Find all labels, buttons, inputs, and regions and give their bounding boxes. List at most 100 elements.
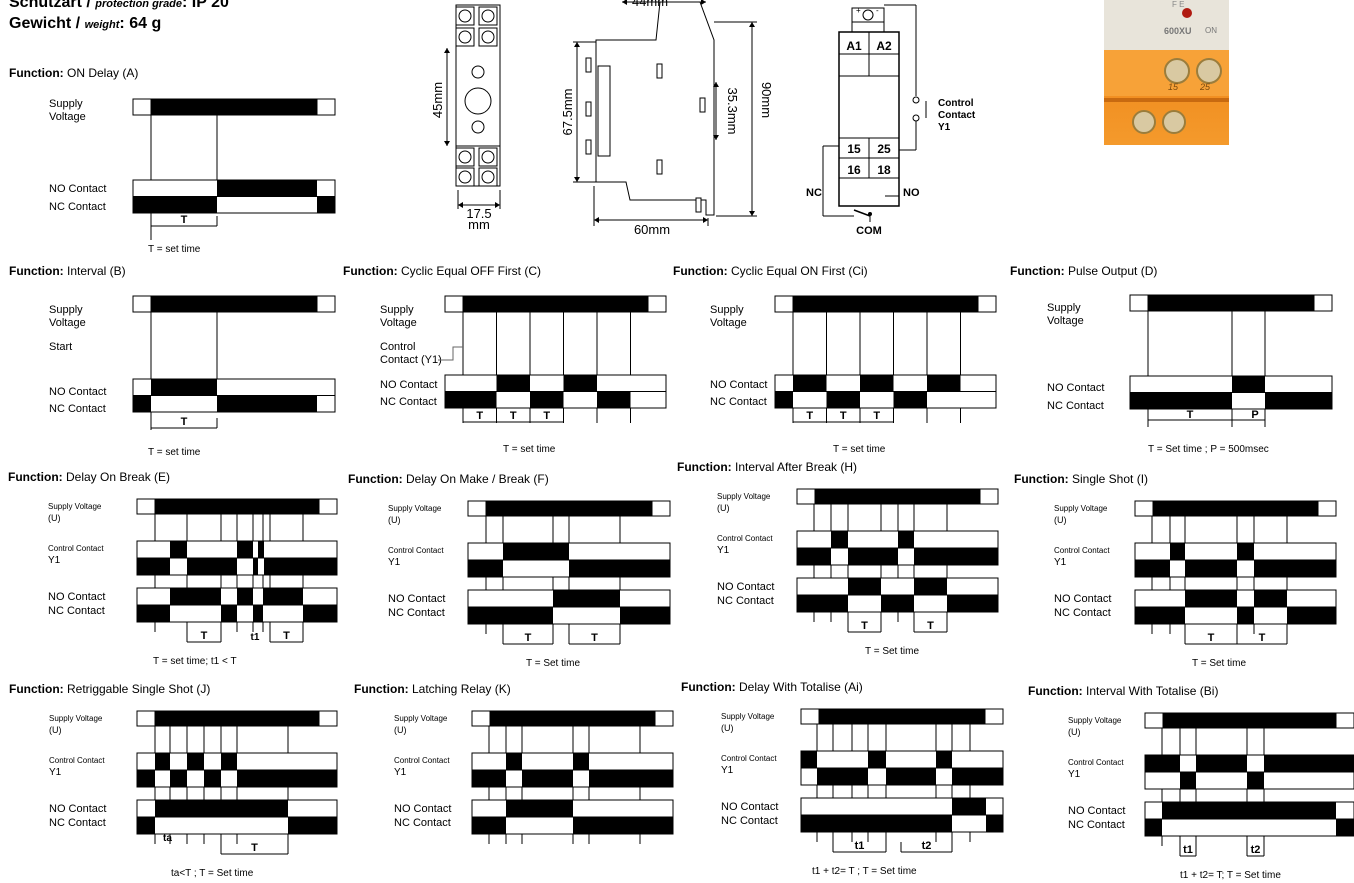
function-f-control-low	[468, 560, 503, 577]
supply-off	[979, 488, 999, 505]
supply-off	[318, 498, 338, 515]
t1-label: t1	[251, 632, 260, 643]
timer-mark-label: T	[283, 630, 290, 642]
u-label: (U)	[1068, 727, 1081, 737]
terminal-a1: A1	[846, 39, 862, 53]
function-ai-contact-low	[801, 815, 952, 832]
terminal-16: 16	[847, 163, 861, 177]
supply-off	[1129, 294, 1149, 312]
arrowhead	[444, 141, 450, 146]
nc-contact-label: NC Contact	[721, 815, 778, 827]
arrowhead	[495, 202, 500, 208]
y1-label: Y1	[48, 555, 61, 566]
timer-mark-label: t1	[855, 840, 865, 852]
function-bi-control-low	[1247, 772, 1264, 789]
supply-off	[467, 500, 487, 517]
function-e-control-low	[187, 558, 237, 575]
function-e-control-high	[170, 541, 187, 558]
supply-off	[654, 710, 674, 727]
caption-function-ci: T = set time	[833, 444, 886, 455]
timer-mark-label: T	[806, 410, 813, 422]
function-ai-control-low	[886, 768, 936, 785]
control-contact-label: Control Contact	[49, 756, 105, 765]
function-i-control-low	[1185, 560, 1237, 577]
terminal-circle	[481, 150, 495, 164]
function-h-contact-low	[881, 595, 914, 612]
function-f-contact-high	[553, 590, 620, 607]
terminal-circle	[458, 170, 472, 184]
caption-function-j: ta<T ; T = Set time	[171, 868, 254, 879]
heading-function-f: Function: Delay On Make / Break (F)	[348, 472, 549, 486]
supply-off	[1134, 500, 1154, 517]
contact-d-high	[1232, 376, 1265, 393]
function-e-control-low	[253, 558, 258, 575]
supply-off	[1317, 500, 1337, 517]
control-contact-label: Control Contact	[388, 546, 444, 555]
control-contact-label: Control Contact	[1054, 546, 1110, 555]
side-total-height-label: 90mm	[759, 82, 774, 118]
no-contact-label: NO Contact	[388, 593, 445, 605]
nc-contact-label: NC Contact	[380, 396, 437, 408]
no-contact-label: NO Contact	[49, 183, 106, 195]
timer-mark-label: T	[201, 630, 208, 642]
front-width-label: 17.5	[466, 206, 491, 221]
function-bi-control-high	[1196, 755, 1247, 772]
function-bi-contact-high	[1162, 802, 1336, 819]
supply-off	[444, 295, 464, 313]
contact-b-low	[217, 395, 317, 412]
side-top-width-label: 44mm	[632, 0, 668, 9]
function-j-contact-high	[155, 800, 288, 817]
voltage-label: Voltage	[49, 111, 86, 123]
function-ai-control-high	[936, 751, 952, 768]
supply-voltage-label: Supply Voltage	[1068, 716, 1122, 725]
y1-label: Y1	[388, 557, 401, 568]
function-bi-control-low	[1180, 772, 1196, 789]
function-ai-control-high	[868, 751, 886, 768]
function-e-contact-low	[137, 605, 170, 622]
no-contact-label: NO Contact	[380, 379, 437, 391]
supply-label: Supply	[49, 98, 83, 110]
function-k-contact-low	[472, 817, 506, 834]
function-j-control-high	[155, 753, 170, 770]
timer-label: T	[1187, 409, 1194, 421]
product-photo: F E 600XU ON 15 25	[1104, 0, 1229, 145]
function-c-contact-low	[463, 391, 497, 408]
timer-mark-label: T	[543, 410, 550, 422]
plus-sign: +	[856, 6, 861, 15]
voltage-label: Voltage	[1047, 315, 1084, 327]
heading-function-j: Function: Retriggable Single Shot (J)	[9, 682, 210, 696]
timer-mark-label: T	[251, 842, 258, 854]
control-label: Control	[938, 98, 974, 109]
screw-icon	[1162, 110, 1186, 134]
arrowhead	[703, 217, 708, 223]
knob-circle	[464, 87, 492, 115]
heading-function-bi: Function: Interval With Totalise (Bi)	[1028, 684, 1218, 698]
supply-voltage-label: Supply Voltage	[721, 712, 775, 721]
supply-off	[1144, 712, 1164, 729]
supply-label: Supply	[710, 304, 744, 316]
heading-function-ai: Function: Delay With Totalise (Ai)	[681, 680, 863, 694]
heading-function-c: Function: Cyclic Equal OFF First (C)	[343, 264, 541, 278]
photo-model-label: 600XU	[1164, 26, 1192, 36]
function-i-contact-low	[1135, 607, 1185, 624]
heading-function-ci: Function: Cyclic Equal ON First (Ci)	[673, 264, 868, 278]
supply-on	[818, 708, 986, 725]
control-contact-label: Control Contact	[717, 534, 773, 543]
function-h-contact-low	[797, 595, 848, 612]
control-trace	[438, 346, 463, 361]
function-ci-contact-high	[860, 375, 894, 392]
supply-label: Supply	[49, 304, 83, 316]
contact-b-high	[151, 379, 217, 396]
u-label: (U)	[388, 515, 401, 525]
arrowhead	[458, 202, 463, 208]
timer-mark-label: T	[861, 620, 868, 632]
supply-off	[316, 98, 336, 116]
terminal-25: 25	[877, 142, 891, 156]
arrowhead	[574, 177, 580, 182]
heading-function-d: Function: Pulse Output (D)	[1010, 264, 1157, 278]
supply-off	[977, 295, 997, 313]
side-base-width-label: 60mm	[634, 222, 670, 237]
y1-label: Y1	[1068, 769, 1081, 780]
supply-on	[150, 295, 318, 313]
timer-mark-label: T	[1259, 632, 1266, 644]
